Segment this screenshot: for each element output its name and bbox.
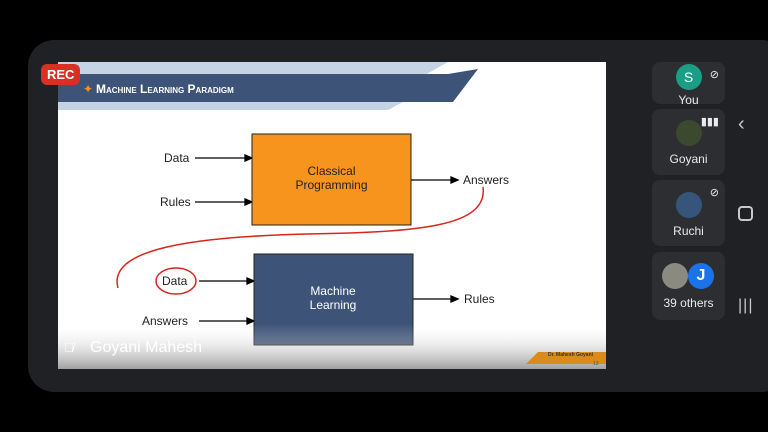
output-answers: Answers	[463, 173, 510, 187]
avatar: J	[688, 263, 714, 289]
presentation-video[interactable]: ✦ Machine Learning Paradigm Data Rules C…	[58, 62, 606, 369]
slide-page-number: 13	[593, 361, 599, 367]
input-data: Data	[164, 151, 190, 165]
back-nav-button[interactable]: ‹	[738, 113, 745, 135]
classical-box	[251, 133, 412, 226]
input-rules: Rules	[160, 195, 191, 209]
annotation-circle	[155, 267, 197, 295]
participant-name: You	[678, 93, 699, 104]
participant-tile-goyani[interactable]: ▮▮▮ Goyani	[652, 109, 725, 175]
mic-off-icon: ⊘	[709, 187, 719, 199]
participant-tile-ruchi[interactable]: ⊘ Ruchi	[652, 180, 725, 246]
avatar	[675, 192, 702, 218]
slide-footer-author: Dr. Mahesh Goyani	[548, 352, 594, 358]
mic-off-icon: ⊘	[709, 69, 719, 81]
mic-off-icon: 🎙̸	[64, 340, 74, 355]
recording-badge: REC	[41, 64, 81, 85]
presenter-name: Goyani Mahesh	[90, 339, 203, 356]
participant-name: 39 others	[663, 296, 714, 310]
avatar	[675, 120, 702, 146]
recents-nav-button[interactable]: |||	[738, 297, 754, 314]
input-answers-ml: Answers	[142, 314, 189, 328]
input-data-ml: Data	[162, 274, 188, 288]
slide-title: Machine Learning Paradigm	[96, 82, 234, 96]
slide-graphics: ✦	[58, 62, 606, 369]
annotation-stroke	[116, 186, 484, 289]
avatar: S	[675, 64, 702, 90]
participant-tile-others[interactable]: J 39 others	[652, 252, 725, 320]
svg-text:✦: ✦	[83, 82, 93, 96]
classical-box-label: Classical Programming	[295, 164, 368, 192]
home-nav-button[interactable]	[738, 206, 753, 221]
speaking-icon: ▮▮▮	[700, 116, 719, 128]
participant-tile-you[interactable]: S ⊘ You	[652, 62, 725, 104]
participant-name: Goyani	[669, 152, 708, 166]
output-rules: Rules	[464, 292, 495, 306]
ml-box-label: Machine Learning	[309, 284, 357, 312]
avatar	[662, 263, 688, 289]
participant-name: Ruchi	[673, 224, 704, 238]
